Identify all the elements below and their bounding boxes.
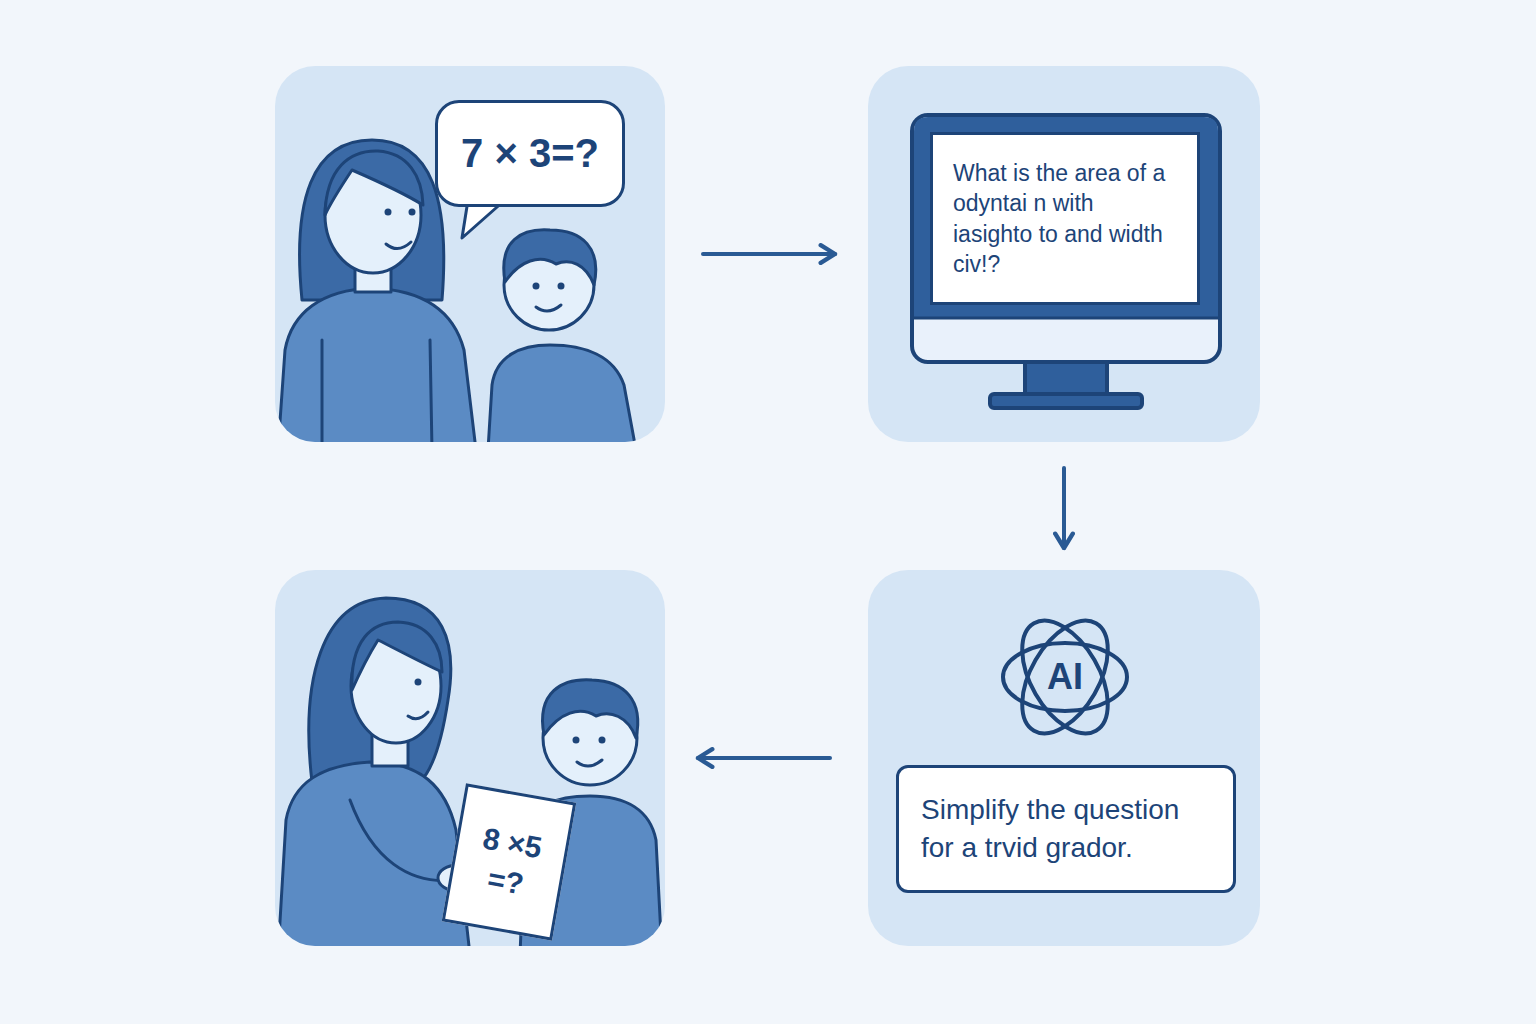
child-figure xyxy=(520,680,662,946)
child-figure xyxy=(558,283,565,290)
mother-figure xyxy=(278,140,476,442)
scene-panel: What is the area of a odyntai n with ias… xyxy=(868,66,1260,442)
computer-monitor xyxy=(990,394,1142,408)
prompt-box: Simplify the question for a trvid grador… xyxy=(896,765,1236,893)
ai-logo-loop xyxy=(1005,614,1126,740)
mother-figure xyxy=(438,865,478,891)
mother-figure xyxy=(352,622,442,690)
ai-logo: AI xyxy=(990,614,1140,740)
node-text: Simplify the question for a trvid grador… xyxy=(921,791,1211,867)
child-figure xyxy=(573,737,580,744)
node-text: What is the area of a odyntai n with ias… xyxy=(953,158,1177,279)
child-figure xyxy=(504,230,596,285)
computer-monitor xyxy=(912,115,1220,408)
computer-monitor xyxy=(912,115,1220,362)
child-figure xyxy=(520,796,662,946)
node-text: 7 × 3=? xyxy=(461,131,599,176)
mother-figure xyxy=(409,209,416,216)
child-figure xyxy=(599,737,606,744)
child-figure xyxy=(543,691,637,785)
mother-figure xyxy=(322,340,432,442)
mother-figure xyxy=(278,288,476,442)
flow-arrow xyxy=(703,252,835,256)
mother-figure xyxy=(385,209,392,216)
mother-figure xyxy=(278,762,470,946)
child-figure xyxy=(504,240,594,330)
scene-panel: AI Simplify the question for a trvid grad… xyxy=(868,570,1260,946)
mother-figure xyxy=(278,598,478,946)
node-text: 8 ×5 =? xyxy=(468,818,550,907)
computer-monitor xyxy=(914,317,1218,320)
mother-figure xyxy=(415,679,422,686)
mother-figure xyxy=(351,629,441,743)
computer-monitor xyxy=(914,117,1218,318)
child-figure xyxy=(488,230,636,442)
monitor-screen: What is the area of a odyntai n with ias… xyxy=(930,132,1200,305)
flow-arrow xyxy=(698,756,830,760)
child-figure xyxy=(543,680,638,738)
mother-figure xyxy=(350,800,455,881)
mother-figure xyxy=(408,712,428,719)
child-figure xyxy=(488,345,636,442)
ai-logo-outline xyxy=(1003,614,1127,740)
speech-tail xyxy=(462,200,505,238)
scene-panel: 7 × 3=? xyxy=(275,66,665,442)
question-card: 8 ×5 =? xyxy=(442,783,577,940)
mother-figure xyxy=(300,140,444,300)
child-figure xyxy=(577,760,602,766)
child-figure xyxy=(536,305,561,311)
speech-bubble: 7 × 3=? xyxy=(435,100,625,207)
mother-figure xyxy=(372,730,408,766)
mother-figure xyxy=(386,242,411,249)
ai-logo-core xyxy=(1034,646,1096,708)
mother-figure xyxy=(355,262,391,292)
computer-monitor xyxy=(1025,362,1107,394)
scene-panel: 8 ×5 =? xyxy=(275,570,665,946)
mother-figure xyxy=(309,598,451,782)
node-text: AI xyxy=(1047,656,1083,698)
speech-tail xyxy=(462,200,505,238)
ai-logo-loop xyxy=(1005,614,1126,740)
flow-arrow xyxy=(1062,468,1066,548)
mother-figure xyxy=(325,157,421,273)
child-figure xyxy=(533,283,540,290)
mother-figure xyxy=(325,151,423,215)
